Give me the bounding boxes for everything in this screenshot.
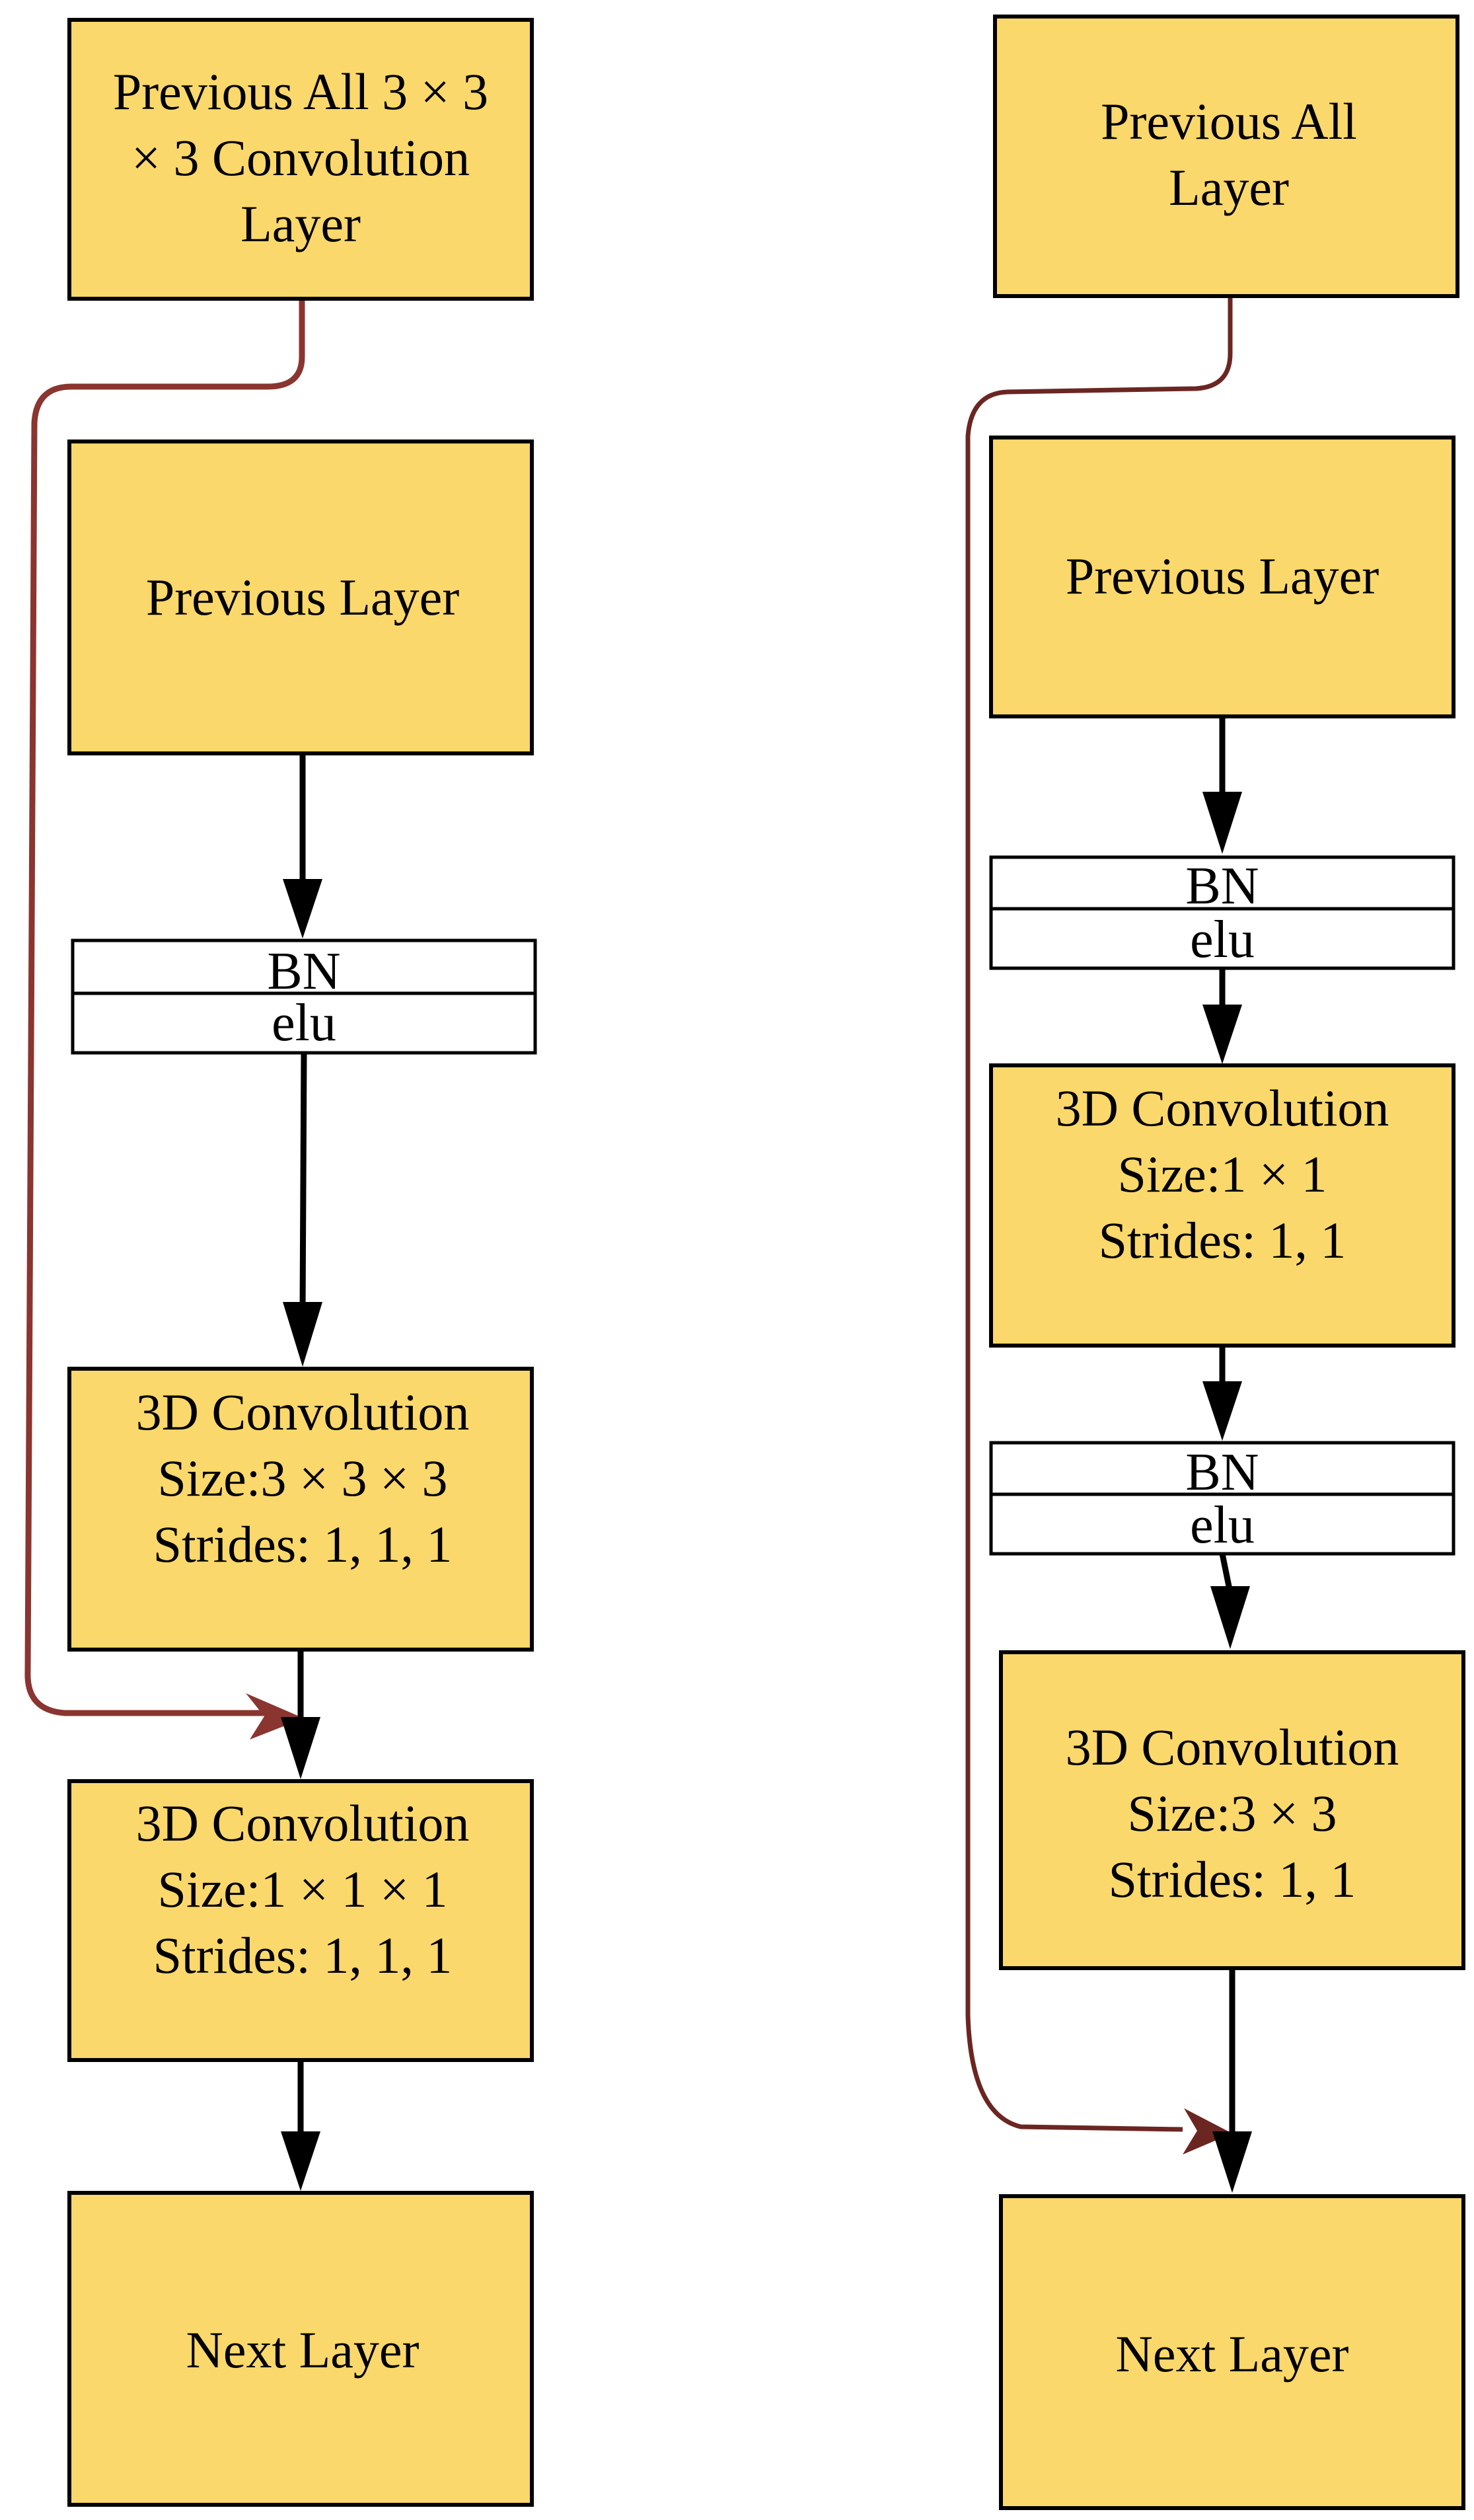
right-bn-elu-2: BN elu [989,1441,1456,1556]
right-previous-layer-box: Previous Layer [989,436,1456,718]
left-arrowhead-4 [281,2131,320,2191]
right-skip-connection [965,296,1233,2132]
right-bn-elu-1: BN elu [989,855,1456,970]
left-conv-a-line-1: 3D Convolution [136,1383,470,1441]
left-elu-label: elu [272,994,336,1052]
right-column: Previous All Layer Previous Layer BN elu… [965,15,1465,2510]
left-arrow-2 [299,1052,307,1313]
right-conv-a-line-1: 3D Convolution [1056,1079,1389,1137]
left-bn-elu-1: BN elu [71,938,537,1055]
left-previous-layer-label: Previous Layer [146,568,459,626]
left-skip-connection [24,299,305,1716]
right-input-line-2: Layer [1169,159,1289,216]
left-conv-b-line-1: 3D Convolution [136,1794,470,1852]
left-conv-a-line-2: Size:3 × 3 × 3 [158,1449,448,1507]
right-skip-arrowhead [1183,2108,1232,2155]
left-conv-a-box: 3D Convolution Size:3 × 3 × 3 Strides: 1… [67,1367,534,1652]
right-elu2-label: elu [1190,1496,1255,1554]
left-skip-arrowhead [246,1693,304,1739]
left-input-line-1: Previous All 3 × 3 [113,63,488,120]
right-next-layer-label: Next Layer [1116,2325,1349,2383]
right-bn2-label: BN [1185,1443,1259,1502]
left-input-line-3: Layer [240,195,361,252]
right-elu1-label: elu [1190,911,1255,969]
right-conv-b-line-2: Size:3 × 3 [1128,1784,1337,1842]
right-arrowhead-5 [1212,2131,1252,2193]
left-input-box: Previous All 3 × 3 × 3 Convolution Layer [67,18,534,301]
right-input-line-1: Previous All [1101,93,1357,150]
left-arrowhead-2 [283,1302,322,1367]
right-conv-b-line-3: Strides: 1, 1 [1109,1851,1356,1908]
right-conv-a-box: 3D Convolution Size:1 × 1 Strides: 1, 1 [989,1063,1456,1348]
right-arrowhead-1 [1202,792,1242,854]
left-arrowhead-1 [283,879,322,938]
right-arrowhead-3 [1202,1381,1242,1441]
left-conv-b-box: 3D Convolution Size:1 × 1 × 1 Strides: 1… [67,1779,534,2062]
left-previous-layer-box: Previous Layer [67,439,534,755]
left-input-line-2: × 3 Convolution [131,129,470,186]
right-conv-a-line-3: Strides: 1, 1 [1099,1211,1346,1269]
right-arrowhead-2 [1202,1005,1242,1064]
left-bn-label: BN [267,942,340,1001]
right-conv-b-box: 3D Convolution Size:3 × 3 Strides: 1, 1 [999,1650,1465,1970]
left-column: Previous All 3 × 3 × 3 Convolution Layer… [24,18,537,2507]
left-conv-b-line-3: Strides: 1, 1, 1 [153,1927,453,1984]
right-previous-layer-label: Previous Layer [1066,547,1379,605]
right-conv-b-line-1: 3D Convolution [1066,1718,1399,1776]
right-next-layer-box: Next Layer [999,2194,1465,2510]
left-next-layer-label: Next Layer [186,2321,420,2379]
left-conv-a-line-3: Strides: 1, 1, 1 [153,1515,453,1573]
right-arrowhead-4 [1210,1586,1250,1649]
right-conv-a-line-2: Size:1 × 1 [1118,1145,1327,1203]
left-next-layer-box: Next Layer [67,2191,534,2507]
left-arrowhead-3 [281,1717,320,1779]
right-input-box: Previous All Layer [993,15,1459,298]
right-bn1-label: BN [1185,857,1259,915]
left-conv-b-line-2: Size:1 × 1 × 1 [158,1860,448,1918]
